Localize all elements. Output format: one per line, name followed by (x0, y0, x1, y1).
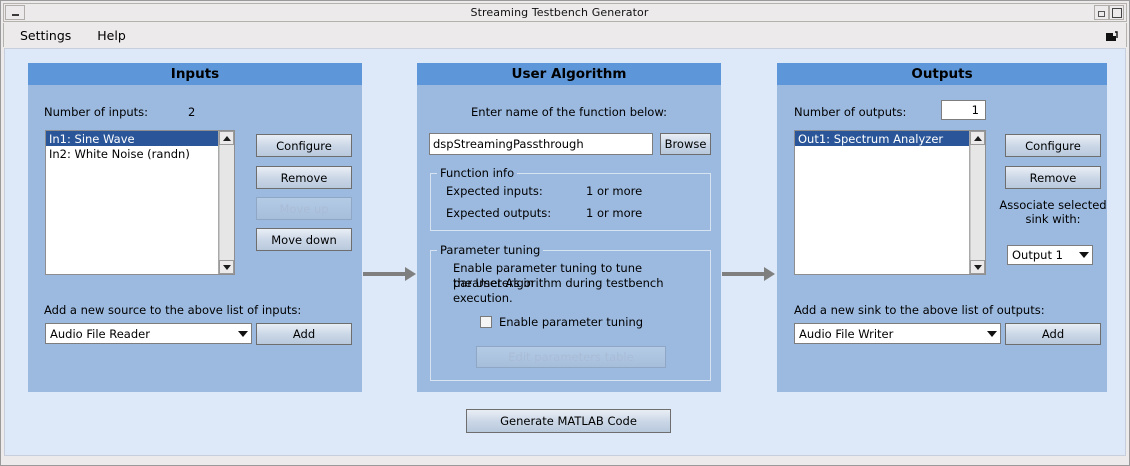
outputs-remove-button[interactable]: Remove (1005, 166, 1101, 189)
parameter-tuning-group: Parameter tuning Enable parameter tuning… (430, 243, 711, 381)
number-of-inputs-value: 2 (188, 105, 196, 119)
flow-arrow-inputs-to-algorithm (363, 264, 416, 284)
title-bar: Streaming Testbench Generator (3, 3, 1127, 22)
expected-inputs-label: Expected inputs: (446, 184, 543, 198)
inputs-configure-button[interactable]: Configure (256, 134, 352, 157)
add-source-label: Add a new source to the above list of in… (44, 303, 302, 317)
list-item[interactable]: In2: White Noise (randn) (49, 147, 190, 161)
window-controls (1094, 5, 1124, 20)
dock-arrow-icon[interactable] (1104, 28, 1118, 42)
inputs-add-button[interactable]: Add (256, 323, 352, 345)
expected-outputs-label: Expected outputs: (446, 206, 552, 220)
expected-outputs-value: 1 or more (586, 206, 643, 220)
associate-output-combobox-value: Output 1 (1012, 248, 1063, 262)
inputs-remove-button[interactable]: Remove (256, 166, 352, 189)
outputs-listbox[interactable]: Out1: Spectrum Analyzer (794, 130, 986, 275)
associate-sink-label-line1: Associate selected (999, 198, 1107, 212)
menu-item-help[interactable]: Help (97, 27, 126, 43)
status-strip (4, 457, 1126, 463)
scroll-track[interactable] (219, 145, 234, 260)
outputs-panel-title: Outputs (777, 63, 1107, 85)
parameter-tuning-title: Parameter tuning (437, 243, 544, 257)
scroll-up-icon[interactable] (970, 131, 985, 145)
generate-matlab-code-button[interactable]: Generate MATLAB Code (466, 409, 671, 433)
menu-item-settings[interactable]: Settings (20, 27, 72, 43)
inputs-panel-title: Inputs (28, 63, 362, 85)
outputs-list-items: Out1: Spectrum Analyzer (795, 131, 969, 274)
associate-output-combobox[interactable]: Output 1 (1007, 245, 1093, 265)
inputs-move-down-button[interactable]: Move down (256, 228, 352, 251)
enable-parameter-tuning-row[interactable]: Enable parameter tuning (480, 315, 643, 329)
output-sink-combobox-value: Audio File Writer (799, 326, 894, 341)
list-item[interactable]: In1: Sine Wave (46, 131, 218, 146)
input-source-combobox[interactable]: Audio File Reader (45, 323, 252, 344)
scroll-up-icon[interactable] (219, 131, 234, 145)
enable-parameter-tuning-label: Enable parameter tuning (499, 315, 644, 329)
algorithm-panel: User Algorithm Enter name of the functio… (417, 63, 721, 392)
inputs-panel: Inputs Number of inputs: 2 In1: Sine Wav… (28, 63, 362, 392)
scroll-track[interactable] (970, 145, 985, 260)
associate-sink-label-line2: sink with: (1025, 212, 1081, 226)
inputs-list-scrollbar[interactable] (218, 131, 234, 274)
enable-parameter-tuning-checkbox[interactable] (480, 316, 492, 328)
flow-arrow-algorithm-to-outputs (722, 264, 775, 284)
maximize-icon (1111, 7, 1122, 18)
number-of-outputs-input[interactable]: 1 (941, 100, 986, 120)
function-prompt-label: Enter name of the function below: (471, 105, 667, 119)
chevron-down-icon[interactable] (984, 330, 1000, 337)
input-source-combobox-value: Audio File Reader (50, 326, 150, 341)
chevron-down-icon[interactable] (1076, 252, 1092, 258)
scroll-down-icon[interactable] (219, 260, 234, 274)
outputs-panel: Outputs Number of outputs: 1 Out1: Spect… (777, 63, 1107, 392)
window-menu-icon (11, 13, 19, 16)
number-of-outputs-label: Number of outputs: (794, 105, 907, 119)
outputs-add-button[interactable]: Add (1005, 323, 1101, 345)
chevron-down-icon[interactable] (235, 330, 251, 337)
expected-inputs-value: 1 or more (586, 184, 643, 198)
number-of-inputs-label: Number of inputs: (44, 105, 149, 119)
outputs-list-scrollbar[interactable] (969, 131, 985, 274)
outputs-configure-button[interactable]: Configure (1005, 134, 1101, 157)
function-info-group: Function info Expected inputs: 1 or more… (430, 166, 711, 231)
output-sink-combobox[interactable]: Audio File Writer (794, 323, 1001, 344)
menu-bar: Settings Help (3, 23, 1127, 47)
window-menu-button[interactable] (5, 5, 25, 20)
scroll-down-icon[interactable] (970, 260, 985, 274)
parameter-tuning-description-line2: the User Algorithm during testbench exec… (453, 276, 664, 305)
maximize-button[interactable] (1109, 5, 1124, 20)
window-title: Streaming Testbench Generator (470, 6, 649, 19)
main-canvas: Inputs Number of inputs: 2 In1: Sine Wav… (4, 48, 1126, 456)
inputs-list-items: In1: Sine Wave In2: White Noise (randn) (46, 131, 218, 274)
parameter-tuning-description-line1: Enable parameter tuning to tune paramete… (453, 261, 643, 290)
add-sink-label: Add a new sink to the above list of outp… (794, 303, 1045, 317)
browse-button[interactable]: Browse (660, 133, 711, 155)
edit-parameters-table-button: Edit parameters table (476, 346, 666, 368)
function-info-title: Function info (437, 166, 518, 180)
minimize-icon (1098, 11, 1105, 17)
algorithm-panel-title: User Algorithm (417, 63, 721, 85)
minimize-button[interactable] (1094, 5, 1109, 20)
list-item[interactable]: Out1: Spectrum Analyzer (795, 131, 969, 146)
inputs-listbox[interactable]: In1: Sine Wave In2: White Noise (randn) (45, 130, 235, 275)
function-name-input[interactable]: dspStreamingPassthrough (429, 133, 653, 155)
inputs-move-up-button: Move up (256, 197, 352, 220)
